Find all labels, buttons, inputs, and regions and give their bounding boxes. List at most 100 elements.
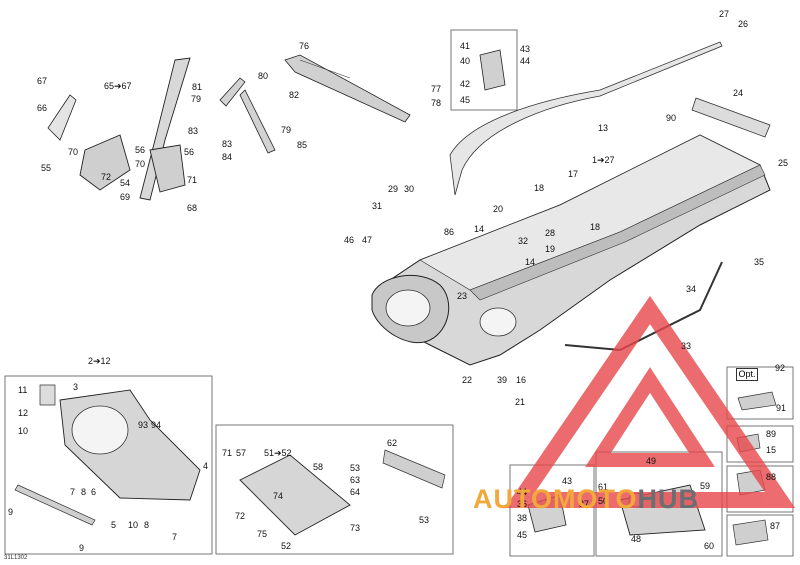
- part-87: [732, 519, 769, 546]
- callout-10b: 10: [128, 520, 139, 530]
- callout-83b: 83: [222, 139, 233, 149]
- callout-27: 27: [719, 9, 730, 19]
- callout-65-67: 65➔67: [104, 81, 132, 91]
- callout-50: 50: [598, 496, 609, 506]
- callout-41: 41: [460, 41, 471, 51]
- callout-88: 88: [766, 472, 777, 482]
- steering-column: [284, 54, 411, 123]
- callout-92: 92: [775, 363, 786, 373]
- front-frame-opening: [71, 405, 129, 455]
- callout-54: 54: [120, 178, 131, 188]
- callout-10a: 10: [18, 426, 29, 436]
- watermark-text-right: HUB: [637, 484, 700, 514]
- callout-86: 86: [444, 227, 455, 237]
- callout-77: 77: [431, 84, 442, 94]
- skid-plate: [239, 454, 351, 536]
- front-frame-box: [4, 375, 213, 555]
- callout-72b: 72: [235, 511, 246, 521]
- callout-67: 67: [37, 76, 48, 86]
- callout-45: 45: [460, 95, 471, 105]
- opt-part: [737, 391, 777, 411]
- callout-26: 26: [738, 19, 749, 29]
- callout-12: 12: [18, 408, 29, 418]
- front-frame-hole: [385, 289, 431, 327]
- bracket-11: [39, 384, 56, 406]
- callout-56b: 56: [184, 147, 195, 157]
- callout-75: 75: [257, 529, 268, 539]
- upper-column-support: [139, 57, 191, 201]
- document-id: 31L1302: [4, 555, 28, 561]
- callout-44b: 44: [517, 487, 528, 497]
- callout-76: 76: [299, 41, 310, 51]
- watermark-text: AUTOMOTOHUB: [473, 486, 699, 513]
- callout-18b: 18: [590, 222, 601, 232]
- bracket-79b: [239, 89, 276, 154]
- callout-23: 23: [457, 291, 468, 301]
- callout-31: 31: [372, 201, 383, 211]
- bracket-79a: [219, 77, 246, 107]
- callout-28: 28: [545, 228, 556, 238]
- callout-14a: 14: [474, 224, 485, 234]
- callout-69: 69: [120, 192, 131, 202]
- callout-2-12: 2➔12: [88, 356, 111, 366]
- callout-90: 90: [666, 113, 677, 123]
- callout-60: 60: [704, 541, 715, 551]
- callout-32: 32: [518, 236, 529, 246]
- watermark-logo: [504, 295, 796, 508]
- callout-71b: 71: [222, 448, 233, 458]
- callout-91: 91: [776, 403, 787, 413]
- callout-57: 57: [236, 448, 247, 458]
- tunnel-rail: [469, 164, 766, 301]
- callout-73: 73: [350, 523, 361, 533]
- front-support-right: [149, 144, 186, 193]
- callout-74: 74: [273, 491, 284, 501]
- callout-55: 55: [41, 163, 52, 173]
- block-41-45-box: [450, 29, 518, 111]
- callout-36: 36: [517, 499, 528, 509]
- callout-43: 43: [520, 44, 531, 54]
- callout-61: 61: [598, 482, 609, 492]
- callout-7b: 7: [172, 532, 178, 542]
- callout-40: 40: [460, 56, 471, 66]
- callout-35: 35: [754, 257, 765, 267]
- callout-68: 68: [187, 203, 198, 213]
- callout-4: 4: [203, 461, 209, 471]
- strip-5: [14, 484, 96, 526]
- callout-6: 6: [91, 487, 97, 497]
- callout-3: 3: [73, 382, 79, 392]
- panel-66: [47, 94, 77, 141]
- callout-37: 37: [579, 499, 590, 509]
- callout-9b: 9: [79, 543, 85, 553]
- callout-64: 64: [350, 487, 361, 497]
- callout-19: 19: [545, 244, 556, 254]
- callout-83a: 83: [188, 126, 199, 136]
- heat-exchanger: [691, 97, 771, 138]
- front-support-left: [79, 134, 131, 191]
- callout-70a: 70: [68, 147, 79, 157]
- box-87: [726, 514, 794, 557]
- callout-87: 87: [770, 521, 781, 531]
- callout-71: 71: [187, 175, 198, 185]
- callout-9a: 9: [8, 507, 14, 517]
- callout-34: 34: [686, 284, 697, 294]
- callout-94: 94: [151, 420, 162, 430]
- callout-47: 47: [362, 235, 373, 245]
- callout-16: 16: [516, 375, 527, 385]
- callout-49: 49: [646, 456, 657, 466]
- callout-81: 81: [192, 82, 203, 92]
- callout-42: 42: [460, 79, 471, 89]
- callout-33: 33: [681, 341, 692, 351]
- callout-15: 15: [766, 445, 777, 455]
- callout-14b: 14: [525, 257, 536, 267]
- callout-7a: 7: [70, 487, 76, 497]
- callout-8b: 8: [144, 520, 150, 530]
- callout-62: 62: [387, 438, 398, 448]
- mount-block: [479, 49, 506, 91]
- callout-66: 66: [37, 103, 48, 113]
- callout-84: 84: [222, 152, 233, 162]
- callout-58: 58: [313, 462, 324, 472]
- callout-13: 13: [598, 123, 609, 133]
- callout-29: 29: [388, 184, 399, 194]
